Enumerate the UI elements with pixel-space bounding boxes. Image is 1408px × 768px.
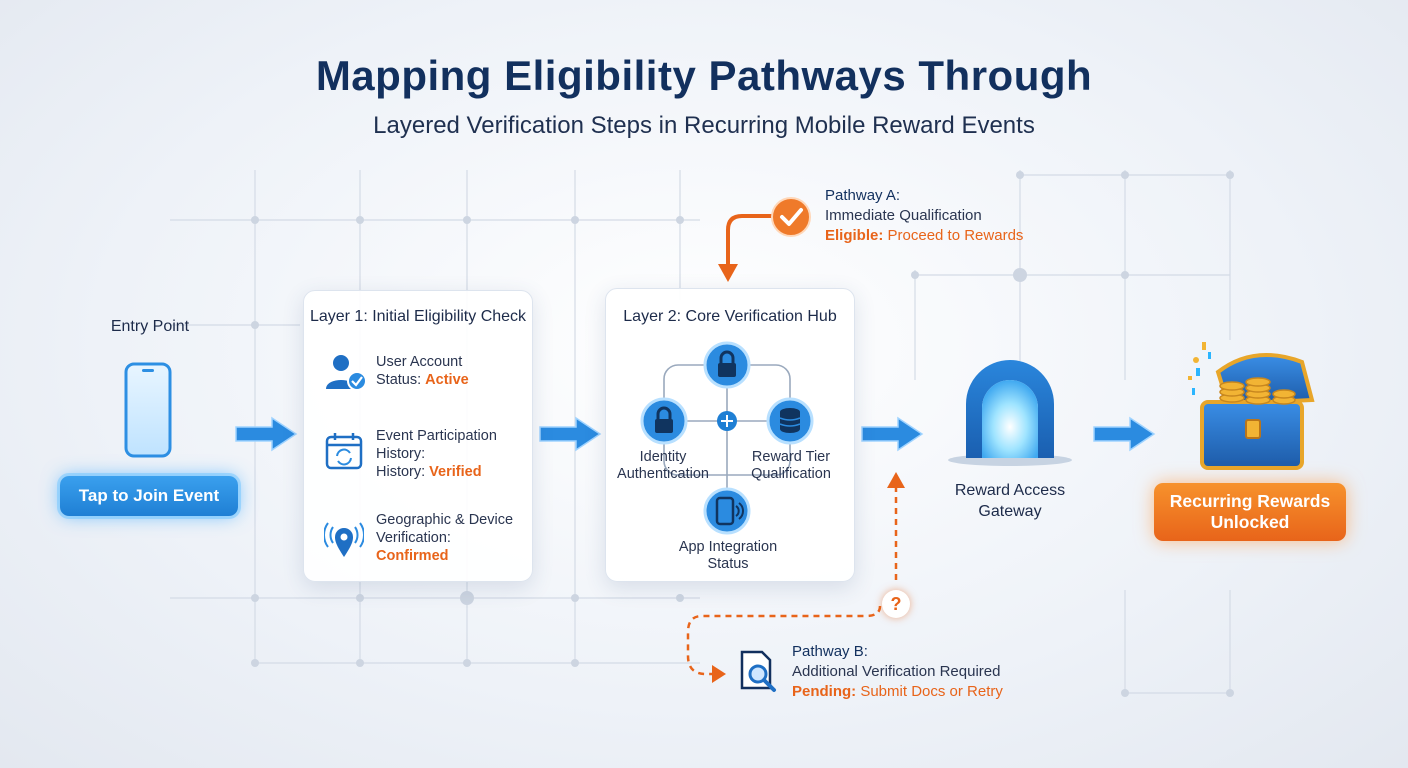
layer2-card: Layer 2: Core Verification Hub Identity …	[605, 288, 855, 582]
database-icon	[766, 397, 814, 445]
gateway-label: Reward Access Gateway	[954, 482, 1066, 520]
status-active: Active	[425, 372, 469, 388]
identity-auth-label: Identity Authentication	[617, 449, 709, 482]
arrow-right-icon	[235, 416, 298, 452]
pathway-a-connector	[718, 214, 772, 282]
layer1-item-geo: Geographic & Device Verification: Confir…	[376, 511, 531, 565]
pending-label: Pending:	[792, 683, 857, 700]
pathway-a-heading: Pathway A:	[825, 187, 901, 204]
treasure-chest-icon	[1188, 342, 1315, 470]
layer1-item-participation: Event Participation History: History: Ve…	[376, 428, 497, 480]
app-integration-label: App Integration Status	[678, 539, 778, 572]
lock-icon	[703, 341, 751, 389]
pathway-a-text: Pathway A: Immediate Qualification Eligi…	[825, 186, 1065, 246]
page-title: Mapping Eligibility Pathways Through	[315, 52, 1093, 99]
pathway-b-connector	[686, 472, 905, 683]
portal-arch-icon	[948, 360, 1072, 466]
location-signal-icon	[324, 522, 364, 557]
layer1-title: Layer 1: Initial Eligibility Check	[309, 308, 527, 325]
tap-to-join-button[interactable]: Tap to Join Event	[60, 476, 238, 516]
pathway-b-text: Pathway B: Additional Verification Requi…	[792, 642, 1052, 702]
status-confirmed: Confirmed	[376, 548, 449, 564]
layer2-title: Layer 2: Core Verification Hub	[623, 308, 837, 325]
smartphone-icon	[124, 362, 172, 458]
arrow-right-icon	[861, 416, 924, 452]
page-subtitle: Layered Verification Steps in Recurring …	[373, 112, 1035, 139]
reward-tier-label: Reward Tier Qualification	[751, 449, 831, 482]
calendar-sync-icon	[325, 433, 363, 470]
layer1-item-account: User Account Status: Active	[376, 354, 469, 388]
checkmark-icon	[771, 197, 811, 237]
document-search-icon	[740, 650, 776, 692]
arrow-right-icon	[1093, 416, 1156, 452]
entry-point-label: Entry Point	[110, 318, 190, 335]
eligible-label: Eligible:	[825, 227, 884, 244]
phone-signal-icon	[703, 487, 751, 535]
status-verified: Verified	[429, 464, 482, 480]
user-check-icon	[326, 355, 367, 391]
lock-icon	[640, 397, 688, 445]
pathway-b-heading: Pathway B:	[792, 643, 868, 660]
layer1-card: Layer 1: Initial Eligibility Check User …	[303, 290, 533, 582]
question-mark-badge: ?	[882, 590, 910, 618]
arrow-right-icon	[539, 416, 602, 452]
